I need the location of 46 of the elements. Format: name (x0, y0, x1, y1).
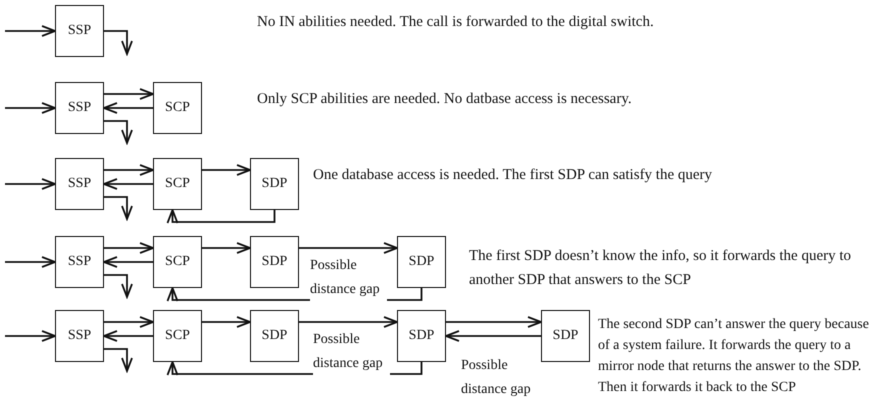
arrow (104, 88, 154, 100)
network-node-box: SCP (153, 82, 202, 134)
network-node-box: SCP (153, 310, 202, 362)
arrow (299, 316, 398, 328)
arrow (104, 196, 133, 220)
arrow (103, 330, 153, 342)
arrow (103, 102, 153, 114)
description-text: The first SDP doesn’t know the info, so it forwards the query to another SDP that answers to the SCP (469, 247, 852, 290)
network-node-box: SDP (250, 158, 299, 210)
arrow (446, 316, 542, 328)
network-node-box: SDP (541, 310, 590, 362)
network-node-box: SCP (153, 236, 202, 288)
arrow (5, 102, 56, 114)
network-node-box: SDP (250, 236, 299, 288)
arrow (104, 164, 154, 176)
description-text: One database access is needed. The first SDP can satisfy the query (313, 166, 714, 185)
arrow (202, 164, 251, 176)
arrow (5, 256, 56, 268)
description-text: Only SCP abilities are needed. No datbase access is necessary. (257, 90, 633, 109)
network-node-box: SSP (55, 5, 104, 57)
network-node-box: SSP (55, 310, 104, 362)
network-node-box: SDP (397, 310, 446, 362)
network-node-box: SDP (250, 310, 299, 362)
arrow (104, 316, 154, 328)
network-node-box: SSP (55, 158, 104, 210)
arrow (104, 120, 133, 144)
arrow (445, 330, 541, 342)
network-node-box: SSP (55, 236, 104, 288)
network-node-box: SCP (153, 158, 202, 210)
arrow (202, 316, 251, 328)
arrow (104, 30, 133, 55)
arrow (5, 330, 56, 342)
description-text: The second SDP can’t answer the query because of a system failure. It forwards the query to a mirror node that returns the answer to the SDP. Then it forwards it back to the SCP (598, 316, 870, 397)
arrow (103, 256, 153, 268)
network-node-box: SDP (397, 236, 446, 288)
description-text: No IN abilities needed. The call is forwarded to the digital switch. (257, 13, 655, 32)
arrow (5, 25, 56, 37)
arrow (104, 348, 133, 372)
arrow (299, 242, 398, 254)
arrow (202, 242, 251, 254)
arrow (104, 242, 154, 254)
arrow (104, 274, 133, 298)
arrow (5, 178, 56, 190)
arrow (103, 178, 153, 190)
network-node-box: SSP (55, 82, 104, 134)
arrow (166, 209, 276, 224)
